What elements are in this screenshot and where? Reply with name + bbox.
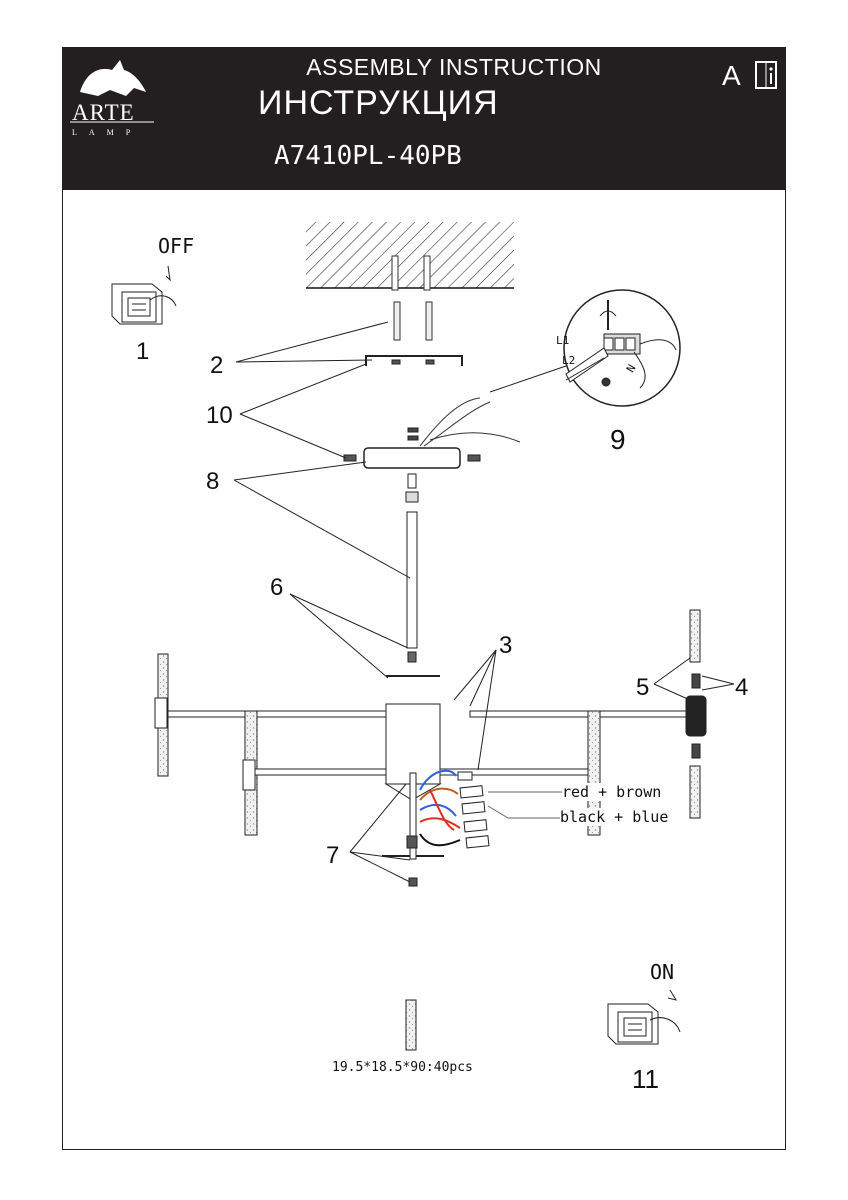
step-11-label: 11 (632, 1064, 659, 1094)
switch-off-icon (111, 265, 177, 325)
terminal-l1-label: L1 (556, 334, 570, 347)
step-5-label: 5 (636, 674, 650, 701)
fixture-body (382, 675, 444, 887)
ceiling-hatch (306, 222, 514, 289)
wire-connections (419, 769, 461, 847)
switch-off-label: OFF (158, 234, 195, 258)
arm-upper-left (154, 653, 387, 836)
step-4-label: 4 (735, 674, 749, 701)
step-2-label: 2 (210, 352, 224, 379)
step-8-label: 8 (206, 468, 220, 495)
title-english: ASSEMBLY INSTRUCTION (306, 54, 602, 80)
switch-on-label: ON (650, 960, 675, 984)
title-russian: ИНСТРУКЦИЯ (258, 84, 499, 122)
callout-leaders (233, 321, 735, 883)
step-7-label: 7 (326, 842, 340, 869)
logo-wordmark: ARTE (72, 100, 135, 125)
header-banner (62, 47, 786, 190)
step-6-label: 6 (270, 574, 284, 601)
ceiling-holes (391, 255, 431, 291)
arm-upper-right (469, 710, 689, 836)
step-9-label: 9 (610, 424, 626, 455)
wall-plugs (393, 301, 433, 341)
language-badge: A (722, 60, 741, 91)
terminal-detail-magnifier (563, 289, 681, 407)
step-10-label: 10 (206, 402, 233, 429)
step-1-label: 1 (136, 338, 150, 365)
switch-on-icon (607, 989, 681, 1045)
wire-red-brown-label: red + brown (562, 783, 662, 801)
wire-black-blue-label: black + blue (560, 808, 669, 826)
suspension-rod (405, 473, 419, 663)
step-3-label: 3 (499, 632, 513, 659)
led-bulb-spare (405, 999, 417, 1051)
canopy (343, 397, 521, 469)
bulb-socket-exploded (685, 609, 707, 819)
model-number: A7410PL-40PB (274, 141, 462, 171)
mounting-bracket (365, 355, 463, 366)
terminal-l2-label: L2 (562, 354, 576, 367)
bulb-spec-label: 19.5*18.5*90:40pcs (332, 1060, 473, 1075)
logo-subtitle: LAMP (72, 128, 143, 137)
connector-blocks (457, 771, 490, 849)
arm-lower-left (242, 759, 387, 791)
